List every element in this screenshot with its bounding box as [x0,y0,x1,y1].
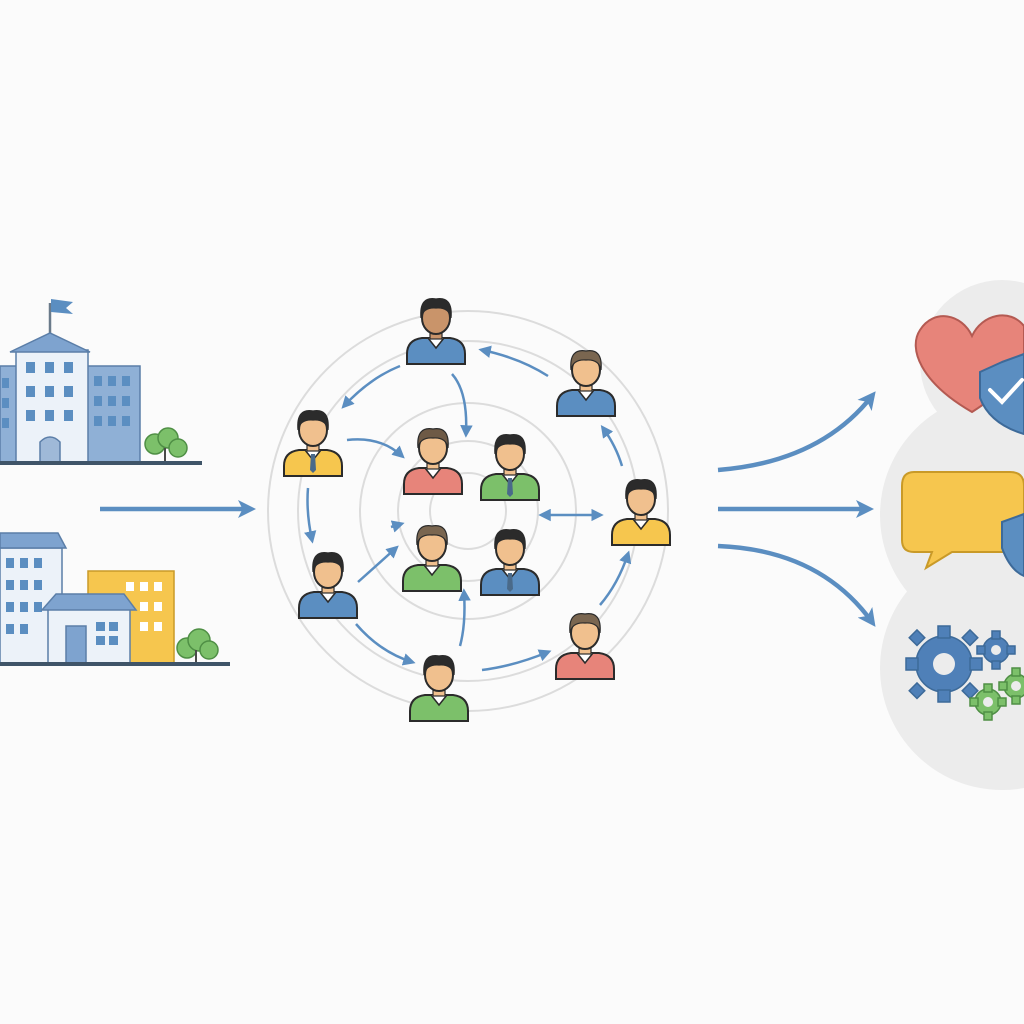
person-bottom-right [555,613,615,680]
output-arrows [717,391,876,627]
person-inner-2 [480,434,540,501]
network-rings [267,310,669,712]
person-top-right [556,350,616,417]
person-top [406,298,466,365]
chat-shield-icon [901,471,1024,578]
person-right [611,479,671,546]
person-inner-3 [402,525,462,592]
heart-shield-icon [914,314,1024,436]
person-inner-4 [480,529,540,596]
person-inner-1 [403,428,463,495]
city-buildings-icon [0,532,230,666]
school-building-icon [0,299,202,465]
people-group [283,298,671,722]
person-bottom [409,655,469,722]
connection-arrows [304,345,632,672]
person-left-lower [298,552,358,619]
gears-icon [905,625,1024,721]
person-left-upper [283,410,343,477]
